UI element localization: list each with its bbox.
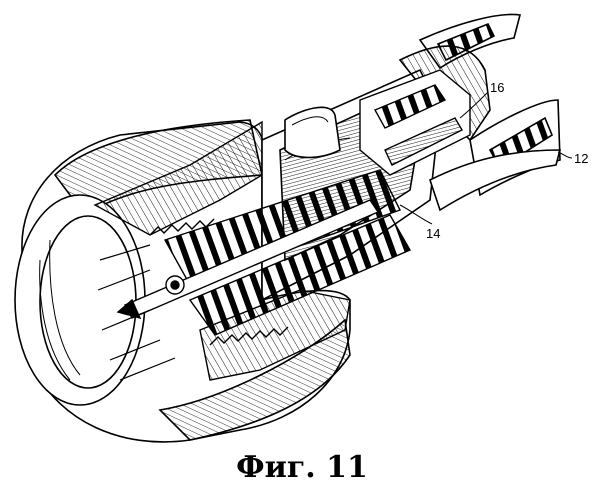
inner-sleeve-16 <box>360 70 470 175</box>
ref-label-12: 12 <box>574 151 588 166</box>
ref-label-16: 16 <box>490 80 504 95</box>
ref-label-14: 14 <box>426 226 440 241</box>
figure-caption: Фиг. 11 <box>0 450 604 485</box>
